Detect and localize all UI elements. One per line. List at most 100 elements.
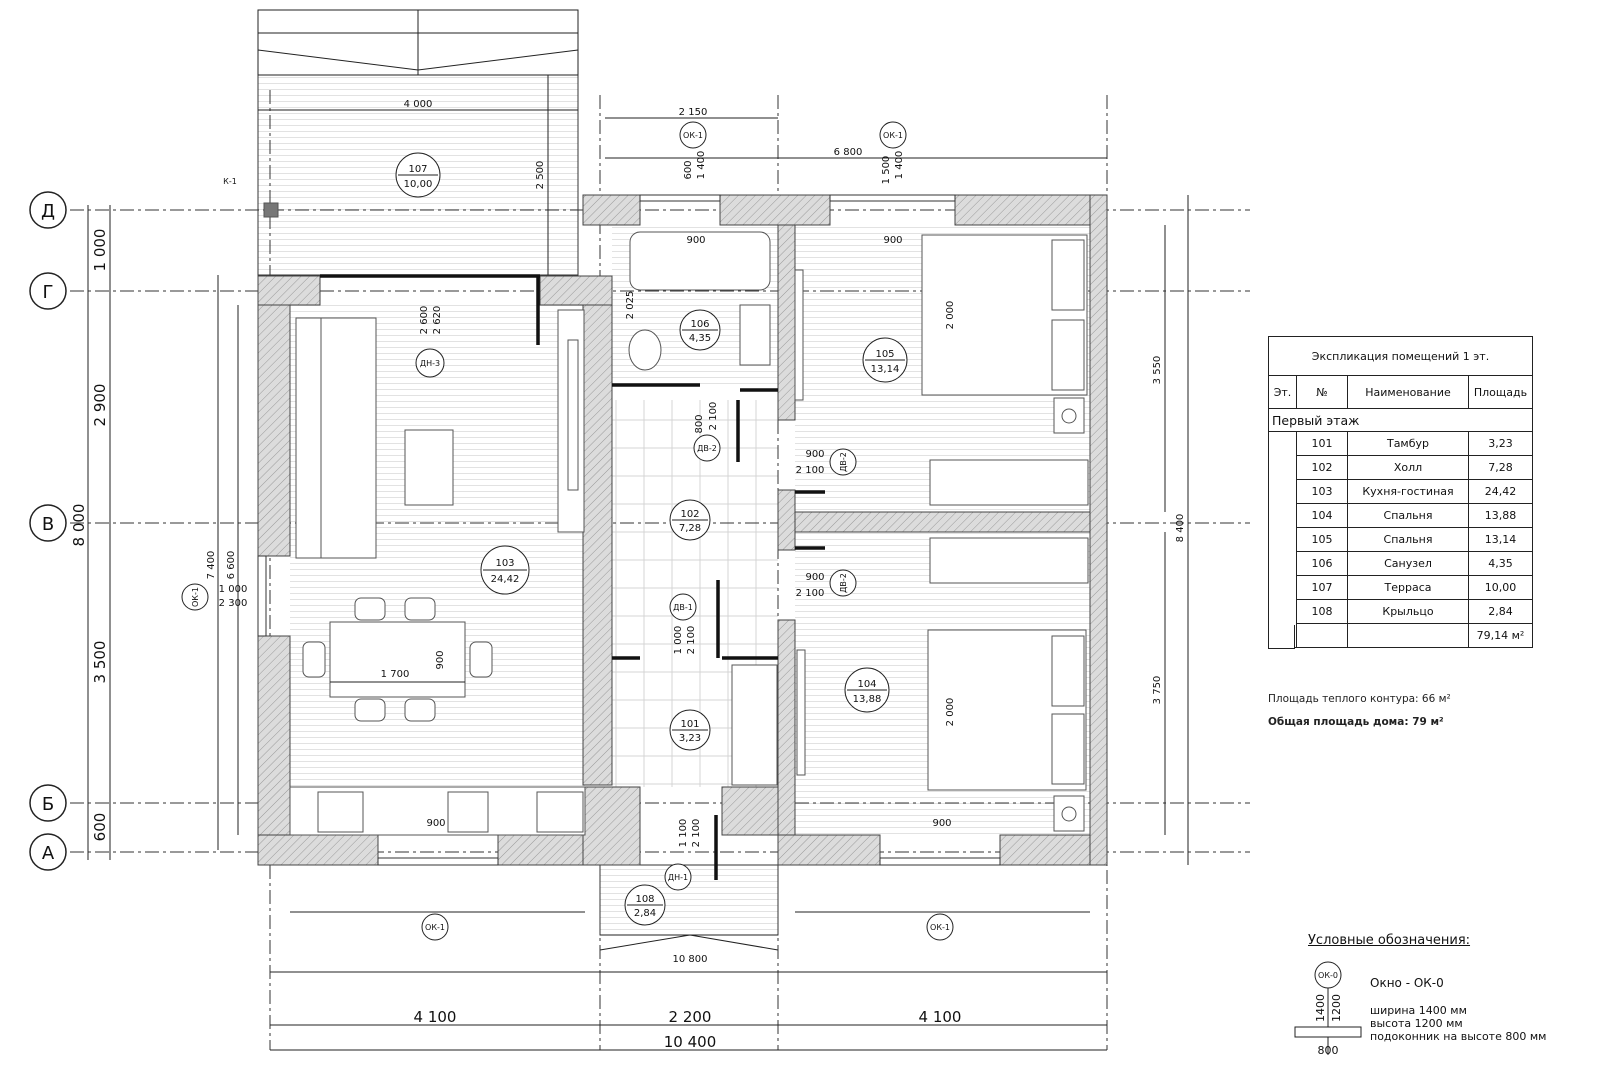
legend-window-name: Окно - ОК-0 <box>1370 976 1444 990</box>
partitions <box>320 274 825 880</box>
svg-text:ДН-3: ДН-3 <box>420 359 440 368</box>
svg-text:4 000: 4 000 <box>404 99 433 110</box>
svg-text:1 000: 1 000 <box>673 626 684 655</box>
svg-text:900: 900 <box>883 235 902 246</box>
svg-text:2 900: 2 900 <box>91 384 109 427</box>
axis-marker-d: Д <box>29 191 67 229</box>
svg-text:В: В <box>42 514 54 535</box>
svg-text:ДВ-2: ДВ-2 <box>839 573 848 593</box>
table-header-row: Эт. № Наименование Площадь <box>1268 375 1533 409</box>
svg-text:2 100: 2 100 <box>686 626 697 655</box>
svg-text:4 100: 4 100 <box>919 1008 962 1026</box>
svg-text:102: 102 <box>680 509 699 520</box>
dimension-lines <box>87 75 1189 1051</box>
room-tag-102: 102 7,28 <box>669 499 711 541</box>
svg-text:1 000: 1 000 <box>91 229 109 272</box>
svg-text:2 150: 2 150 <box>679 107 708 118</box>
svg-text:ОК-1: ОК-1 <box>683 131 703 140</box>
svg-text:900: 900 <box>805 572 824 583</box>
svg-text:13,14: 13,14 <box>871 364 900 375</box>
table-total: 79,14 м² <box>1468 623 1533 648</box>
svg-text:ОК-0: ОК-0 <box>1318 971 1338 980</box>
svg-text:1400: 1400 <box>1314 994 1327 1022</box>
svg-text:2 600: 2 600 <box>419 306 430 335</box>
svg-text:3 550: 3 550 <box>1152 356 1163 385</box>
svg-text:ОК-1: ОК-1 <box>883 131 903 140</box>
svg-text:ДВ-2: ДВ-2 <box>697 444 717 453</box>
svg-text:1 400: 1 400 <box>894 151 905 180</box>
room-schedule-table: Экспликация помещений 1 эт. Эт. № Наимен… <box>1268 336 1533 648</box>
svg-text:2 620: 2 620 <box>432 306 443 335</box>
svg-text:107: 107 <box>408 164 427 175</box>
axis-marker-a: А <box>29 833 67 871</box>
svg-text:2 100: 2 100 <box>796 588 825 599</box>
svg-text:7 400: 7 400 <box>206 551 217 580</box>
svg-text:2 300: 2 300 <box>219 598 248 609</box>
svg-text:105: 105 <box>875 349 894 360</box>
col-name: Наименование <box>1347 375 1469 409</box>
svg-text:103: 103 <box>495 558 514 569</box>
axis-marker-v: В <box>29 504 67 542</box>
svg-text:900: 900 <box>686 235 705 246</box>
table-section: Первый этаж <box>1268 408 1533 432</box>
svg-text:6 800: 6 800 <box>834 147 863 158</box>
svg-text:Г: Г <box>43 282 54 303</box>
room-tag-104: 104 13,88 <box>844 667 890 713</box>
svg-text:6 600: 6 600 <box>226 551 237 580</box>
table-title: Экспликация помещений 1 эт. <box>1268 336 1533 376</box>
furniture <box>263 202 1089 836</box>
svg-text:1 500: 1 500 <box>881 156 892 185</box>
room-tag-103: 103 24,42 <box>480 545 530 595</box>
walls <box>257 194 1108 866</box>
svg-text:3 750: 3 750 <box>1152 676 1163 705</box>
legend-title: Условные обозначения: <box>1308 933 1471 948</box>
col-area: Площадь <box>1468 375 1533 409</box>
svg-text:3,23: 3,23 <box>679 733 701 744</box>
svg-text:104: 104 <box>857 679 876 690</box>
dimension-labels: 4 000 2 150 6 800 2 500 1 000 2 900 8 00… <box>70 99 1186 1051</box>
svg-text:2 200: 2 200 <box>669 1008 712 1026</box>
svg-text:4,35: 4,35 <box>689 333 711 344</box>
svg-text:1 400: 1 400 <box>696 151 707 180</box>
svg-text:108: 108 <box>635 894 654 905</box>
svg-text:600: 600 <box>91 813 109 842</box>
opening-tags <box>181 121 954 941</box>
svg-text:2,84: 2,84 <box>634 908 656 919</box>
svg-text:1 700: 1 700 <box>381 669 410 680</box>
svg-text:2 000: 2 000 <box>945 698 956 727</box>
room-tag-108: 108 2,84 <box>624 884 666 926</box>
table-cell-blank <box>1268 625 1295 649</box>
windows <box>257 194 1001 866</box>
svg-text:900: 900 <box>426 818 445 829</box>
svg-text:13,88: 13,88 <box>853 694 882 705</box>
svg-text:Б: Б <box>42 794 54 815</box>
svg-text:1 100: 1 100 <box>678 819 689 848</box>
svg-text:900: 900 <box>805 449 824 460</box>
svg-text:2 500: 2 500 <box>535 161 546 190</box>
svg-text:2 025: 2 025 <box>625 291 636 320</box>
legend-width: ширина 1400 мм <box>1370 1004 1467 1017</box>
svg-text:106: 106 <box>690 319 709 330</box>
total-area-note: Общая площадь дома: 79 м² <box>1268 716 1444 728</box>
svg-text:ОК-1: ОК-1 <box>425 923 445 932</box>
svg-text:7,28: 7,28 <box>679 523 701 534</box>
svg-text:Д: Д <box>41 201 55 222</box>
col-number: № <box>1296 375 1348 409</box>
svg-text:900: 900 <box>435 650 446 669</box>
svg-text:4 100: 4 100 <box>414 1008 457 1026</box>
svg-text:ОК-1: ОК-1 <box>930 923 950 932</box>
svg-text:24,42: 24,42 <box>491 574 520 585</box>
svg-text:К-1: К-1 <box>223 177 237 186</box>
col-floor: Эт. <box>1268 375 1297 409</box>
svg-text:ДН-1: ДН-1 <box>668 873 688 882</box>
axis-marker-g: Г <box>29 272 67 310</box>
